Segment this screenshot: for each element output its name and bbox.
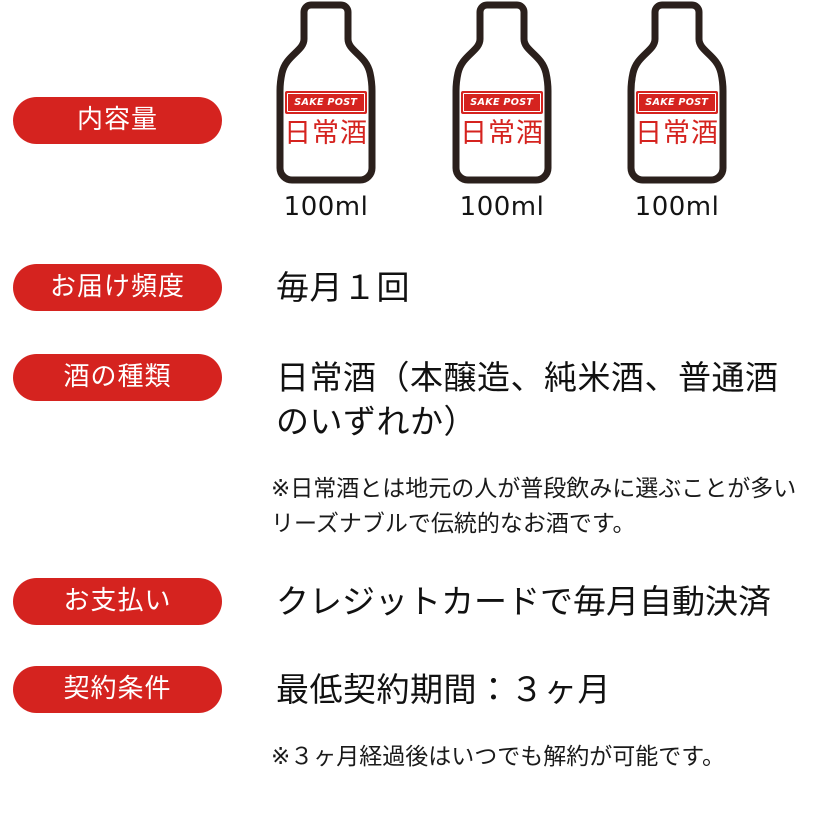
spec-label-contract: 契約条件 <box>13 666 222 713</box>
bottle-label-text: 日常酒 <box>460 118 544 149</box>
spec-value-frequency: 毎月１回 <box>276 268 410 307</box>
spec-label-sake-type: 酒の種類 <box>13 354 222 401</box>
spec-note-contract: ※３ヶ月経過後はいつでも解約が可能です。 <box>271 744 725 770</box>
spec-note-sake-type: ※日常酒とは地元の人が普段飲みに選ぶことが多いリーズナブルで伝統的なお酒です。 <box>271 476 797 537</box>
bottle-volume-2: 100ml <box>459 192 545 222</box>
spec-value-payment: クレジットカードで毎月自動決済 <box>276 582 771 621</box>
spec-label-payment: お支払い <box>13 578 222 625</box>
sake-post-banner: SAKE POST <box>285 91 367 114</box>
sake-post-banner: SAKE POST <box>461 91 543 114</box>
sake-post-banner: SAKE POST <box>636 91 718 114</box>
bottle-item-3: SAKE POST 日常酒 100ml <box>617 0 737 230</box>
spec-value-contract: 最低契約期間：３ヶ月 <box>276 670 611 709</box>
bottle-item-2: SAKE POST 日常酒 100ml <box>442 0 562 230</box>
bottle-volume-1: 100ml <box>283 192 369 222</box>
spec-label-volume: 内容量 <box>13 97 222 144</box>
spec-value-sake-type: 日常酒（本醸造、純米酒、普通酒のいずれか） <box>276 358 779 441</box>
bottle-label-text: 日常酒 <box>284 118 368 149</box>
bottle-label-text: 日常酒 <box>635 118 719 149</box>
bottle-item-1: SAKE POST 日常酒 100ml <box>266 0 386 230</box>
spec-label-frequency: お届け頻度 <box>13 264 222 311</box>
bottle-group: SAKE POST 日常酒 100ml SAKE POST 日常酒 100ml <box>0 0 815 230</box>
bottle-volume-3: 100ml <box>634 192 720 222</box>
